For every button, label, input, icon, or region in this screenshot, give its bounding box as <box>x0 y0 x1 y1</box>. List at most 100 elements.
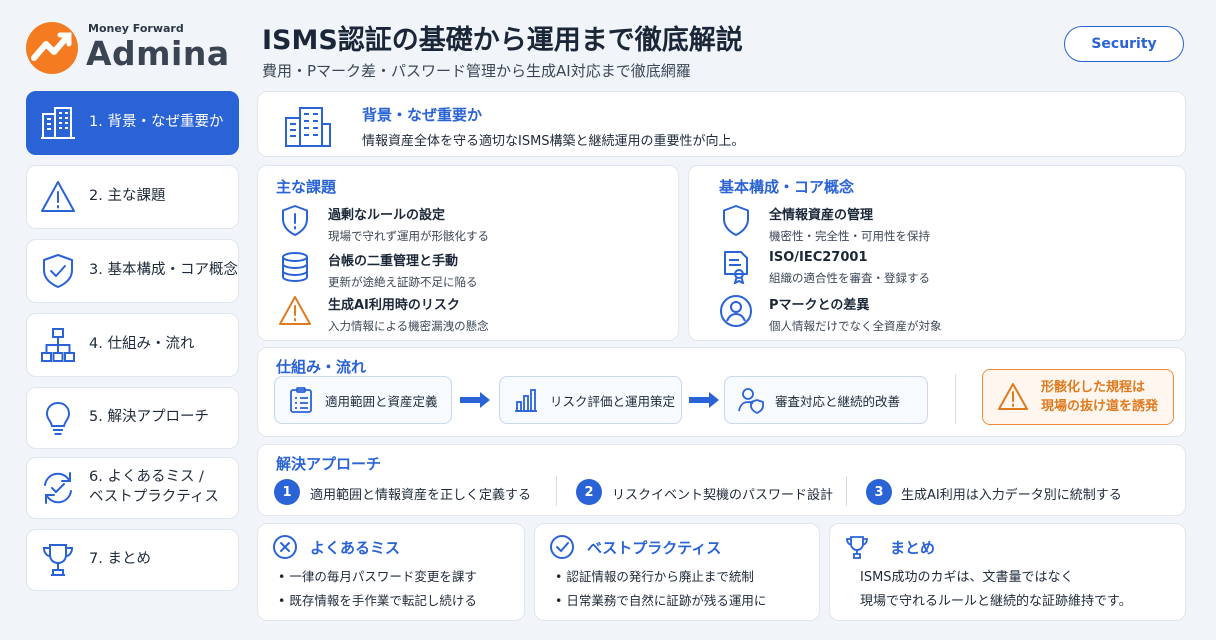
sidebar-item-challenges[interactable]: 2. 主な課題 <box>26 165 239 229</box>
arrow-right-icon <box>458 390 492 410</box>
bar-chart-icon <box>512 386 540 414</box>
flow-heading: 仕組み・流れ <box>276 358 367 376</box>
flow-warning: 形骸化した規程は 現場の抜け道を誘発 <box>982 369 1174 425</box>
concept-desc: 機密性・完全性・可用性を保持 <box>769 229 930 243</box>
flow-step-risk: リスク評価と運用策定 <box>499 376 682 424</box>
warning-line2: 現場の抜け道を誘発 <box>1041 399 1159 414</box>
sidebar-label-line2: ベストプラクティス <box>89 489 219 505</box>
flow-step-scope: 適用範囲と資産定義 <box>274 376 452 424</box>
trophy-icon <box>39 541 77 579</box>
step-number-badge: 2 <box>576 479 602 505</box>
shield-icon <box>719 204 753 238</box>
sidebar-item-concepts[interactable]: 3. 基本構成・コア概念 <box>26 239 239 303</box>
flow-step-label: 適用範囲と資産定義 <box>325 393 438 409</box>
page-title: ISMS認証の基礎から運用まで徹底解説 <box>262 25 743 56</box>
best-practice-card: ベストプラクティス • 認証情報の発行から廃止まで統制 • 日常業務で自然に証跡… <box>534 523 820 621</box>
background-text: 情報資産全体を守る適切なISMS構築と継続運用の重要性が向上。 <box>362 134 745 149</box>
user-circle-icon <box>719 294 753 328</box>
sidebar-label: 5. 解決アプローチ <box>89 409 209 426</box>
concept-item: ISO/IEC27001 組織の適合性を審査・登録する <box>719 250 930 286</box>
sidebar-item-summary[interactable]: 7. まとめ <box>26 529 239 591</box>
database-icon <box>278 250 312 284</box>
concepts-heading: 基本構成・コア概念 <box>719 178 855 196</box>
challenge-item: 台帳の二重管理と手動 更新が途絶え証跡不足に陥る <box>278 250 478 290</box>
warning-line1: 形骸化した規程は <box>1041 379 1146 395</box>
sidebar-label: 4. 仕組み・流れ <box>89 336 195 353</box>
sidebar-label: 6. よくあるミス / ベストプラクティス <box>89 468 219 507</box>
brand-name: Admina <box>86 34 230 73</box>
admina-logo-icon <box>24 20 80 76</box>
building-icon <box>39 104 77 142</box>
divider <box>955 374 956 424</box>
concept-item: Pマークとの差異 個人情報だけでなく全資産が対象 <box>719 294 942 334</box>
shield-alert-icon <box>278 204 312 238</box>
challenges-heading: 主な課題 <box>276 178 337 196</box>
mistakes-heading: よくあるミス <box>310 538 401 557</box>
brand-small-text: Money Forward <box>88 22 184 35</box>
flow-step-label: リスク評価と運用策定 <box>550 393 676 409</box>
challenge-desc: 現場で守れず運用が形骸化する <box>328 229 489 243</box>
flow-step-label: 審査対応と継続的改善 <box>775 393 901 409</box>
concept-title: Pマークとの差異 <box>769 298 870 313</box>
challenge-desc: 入力情報による機密漏洩の懸念 <box>328 319 489 333</box>
challenge-title: 過剰なルールの設定 <box>328 208 446 223</box>
challenge-title: 生成AI利用時のリスク <box>328 298 460 313</box>
page-subtitle: 費用・Pマーク差・パスワード管理から生成AI対応まで徹底網羅 <box>262 62 691 80</box>
concepts-card: 基本構成・コア概念 全情報資産の管理 機密性・完全性・可用性を保持 ISO/IE… <box>688 165 1186 341</box>
flowchart-icon <box>39 326 77 364</box>
sidebar-label: 1. 背景・なぜ重要か <box>89 114 224 131</box>
sidebar-label: 2. 主な課題 <box>89 188 166 205</box>
shield-check-icon <box>39 252 77 290</box>
divider <box>556 476 557 506</box>
approach-card: 解決アプローチ <box>257 444 1186 516</box>
approach-item-text: 適用範囲と情報資産を正しく定義する <box>310 488 532 503</box>
arrow-right-icon <box>687 390 721 410</box>
sidebar-item-mistakes[interactable]: 6. よくあるミス / ベストプラクティス <box>26 457 239 519</box>
certificate-icon <box>719 250 753 284</box>
mistake-item: • 一律の毎月パスワード変更を課す <box>278 569 477 584</box>
security-badge[interactable]: Security <box>1064 26 1184 62</box>
background-heading: 背景・なぜ重要か <box>362 106 483 124</box>
refresh-check-icon <box>39 469 77 507</box>
approach-item-text: リスクイベント契機のパスワード設計 <box>612 488 834 503</box>
challenge-item: 生成AI利用時のリスク 入力情報による機密漏洩の懸念 <box>278 294 489 334</box>
mistakes-card: よくあるミス • 一律の毎月パスワード変更を課す • 既存情報を手作業で転記し続… <box>257 523 525 621</box>
divider <box>846 476 847 506</box>
warning-text: 形骸化した規程は 現場の抜け道を誘発 <box>1041 378 1158 417</box>
step-number-badge: 3 <box>866 479 892 505</box>
concept-desc: 組織の適合性を審査・登録する <box>769 271 930 285</box>
sidebar-item-flow[interactable]: 4. 仕組み・流れ <box>26 313 239 377</box>
warning-icon <box>278 294 312 328</box>
building-icon <box>282 104 334 148</box>
concept-title: 全情報資産の管理 <box>769 208 874 223</box>
check-circle-icon <box>549 534 575 560</box>
summary-heading: まとめ <box>890 538 936 557</box>
concept-desc: 個人情報だけでなく全資産が対象 <box>769 319 942 333</box>
warning-icon <box>39 178 77 216</box>
background-card: 背景・なぜ重要か 情報資産全体を守る適切なISMS構築と継続運用の重要性が向上。 <box>257 91 1186 157</box>
step-number-badge: 1 <box>274 479 300 505</box>
mistake-item: • 既存情報を手作業で転記し続ける <box>278 593 477 608</box>
concept-title: ISO/IEC27001 <box>769 250 868 265</box>
summary-card: まとめ ISMS成功のカギは、文書量ではなく 現場で守れるルールと継続的な証跡維… <box>829 523 1186 621</box>
lightbulb-icon <box>39 399 77 437</box>
flow-step-audit: 審査対応と継続的改善 <box>724 376 928 424</box>
challenge-item: 過剰なルールの設定 現場で守れず運用が形骸化する <box>278 204 489 244</box>
x-circle-icon <box>272 534 298 560</box>
summary-line2: 現場で守れるルールと継続的な証跡維持です。 <box>860 594 1132 609</box>
sidebar-label: 3. 基本構成・コア概念 <box>89 262 238 279</box>
trophy-icon <box>844 534 870 560</box>
approach-heading: 解決アプローチ <box>276 455 382 473</box>
sidebar-label-line1: 6. よくあるミス / <box>89 469 204 486</box>
sidebar-item-approach[interactable]: 5. 解決アプローチ <box>26 387 239 449</box>
best-practice-item: • 認証情報の発行から廃止まで統制 <box>555 569 754 584</box>
approach-item-text: 生成AI利用は入力データ別に統制する <box>901 488 1122 503</box>
sidebar-label: 7. まとめ <box>89 551 151 568</box>
concept-item: 全情報資産の管理 機密性・完全性・可用性を保持 <box>719 204 930 244</box>
sidebar-item-background[interactable]: 1. 背景・なぜ重要か <box>26 91 239 155</box>
challenge-title: 台帳の二重管理と手動 <box>328 254 459 269</box>
summary-line1: ISMS成功のカギは、文書量ではなく <box>860 570 1074 585</box>
user-shield-icon <box>737 386 765 414</box>
warning-icon <box>997 382 1029 412</box>
challenge-desc: 更新が途絶え証跡不足に陥る <box>328 275 478 289</box>
